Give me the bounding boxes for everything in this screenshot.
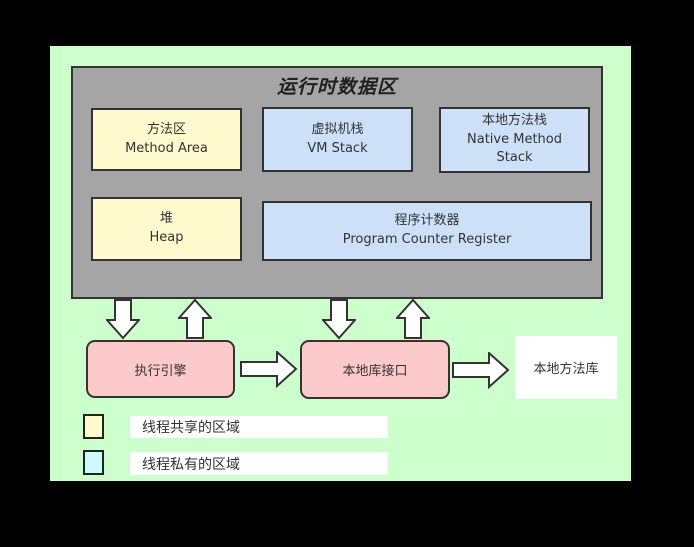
pc-register-box: 程序计数器 Program Counter Register [262, 201, 592, 261]
right-arrow-icon [452, 352, 510, 389]
vm-stack-box: 虚拟机栈 VM Stack [262, 107, 413, 172]
native-library-box: 本地方法库 [515, 336, 617, 399]
runtime-data-area-container [71, 66, 603, 299]
execution-engine-label: 执行引擎 [134, 363, 187, 379]
native-method-stack-label-zh: 本地方法栈 [481, 112, 547, 128]
legend-thread-shared-label: 线程共享的区域 [142, 420, 240, 436]
vm-stack-label-zh: 虚拟机栈 [311, 121, 364, 137]
legend-thread-private-item: 线程私有的区域 [130, 452, 388, 475]
method-area-label-en: Method Area [125, 140, 208, 156]
native-method-stack-label-en: Native Method Stack [467, 131, 562, 166]
right-arrow-icon [240, 351, 298, 388]
legend-thread-shared-item: 线程共享的区域 [130, 416, 388, 438]
diagram-title: 运行时数据区 [276, 76, 397, 98]
up-arrow-icon [178, 299, 212, 339]
legend-thread-private-swatch [83, 450, 104, 475]
heap-label-zh: 堆 [159, 211, 173, 227]
vm-stack-label-en: VM Stack [307, 140, 368, 156]
heap-label-en: Heap [149, 230, 184, 245]
native-interface-box: 本地库接口 [300, 340, 450, 399]
native-method-stack-box: 本地方法栈 Native Method Stack [439, 107, 590, 173]
native-interface-label: 本地库接口 [342, 364, 408, 379]
legend-thread-private-label: 线程私有的区域 [142, 456, 240, 473]
heap-box: 堆 Heap [91, 197, 242, 261]
down-arrow-icon [106, 299, 140, 340]
method-area-label-zh: 方法区 [146, 121, 186, 137]
execution-engine-box: 执行引擎 [86, 340, 235, 398]
pc-register-label-en: Program Counter Register [342, 232, 512, 247]
pc-register-label-zh: 程序计数器 [394, 213, 460, 229]
method-area-box: 方法区 Method Area [91, 108, 242, 171]
legend-thread-shared-swatch [83, 414, 104, 439]
up-arrow-icon [396, 299, 430, 339]
native-library-label: 本地方法库 [533, 362, 599, 377]
down-arrow-icon [322, 299, 356, 340]
